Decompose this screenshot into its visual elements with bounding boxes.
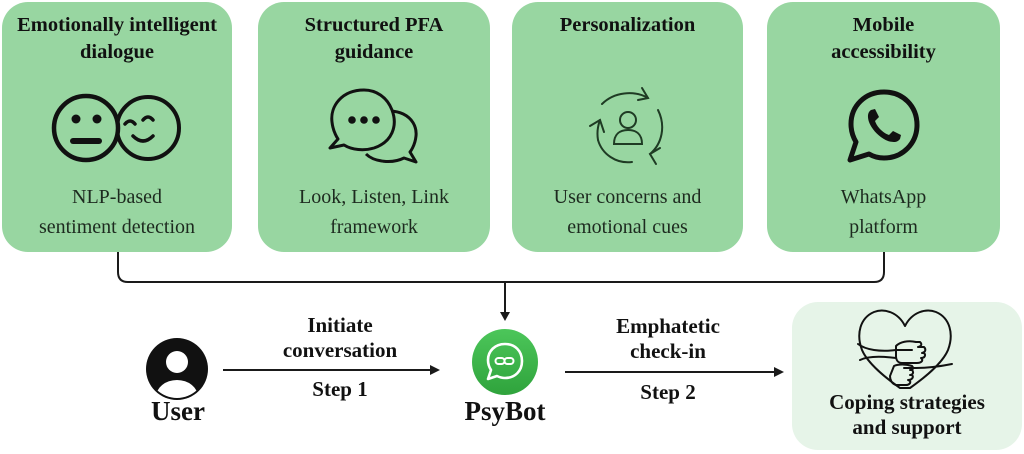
neutral-and-smiling-faces-icon bbox=[51, 93, 181, 163]
feature-description-line: platform bbox=[849, 216, 918, 238]
chat-bubbles-icon bbox=[328, 88, 418, 164]
step2-label: Step 2 bbox=[640, 380, 696, 404]
feature-description-line: emotional cues bbox=[567, 216, 688, 238]
feature-description-line: framework bbox=[330, 216, 418, 238]
whatsapp-icon bbox=[847, 89, 919, 163]
feature-title-line: Personalization bbox=[559, 14, 696, 36]
feature-title-line: guidance bbox=[334, 41, 414, 63]
features-bracket bbox=[117, 252, 885, 283]
feature-title: Structured PFA guidance bbox=[258, 12, 490, 66]
heart-hug-icon bbox=[857, 309, 953, 389]
step2-title-line: Emphatetic bbox=[616, 314, 720, 338]
outcome-label-line: and support bbox=[852, 415, 962, 439]
step1-title-line: conversation bbox=[282, 338, 398, 362]
step1-title: Initiate conversation bbox=[250, 313, 430, 363]
bracket-arrowhead bbox=[500, 312, 510, 321]
feature-title: Personalization bbox=[512, 12, 743, 39]
feature-description: WhatsApp platform bbox=[767, 182, 1000, 242]
feature-description-line: NLP-based bbox=[72, 186, 162, 208]
step1-title-line: Initiate bbox=[307, 313, 373, 337]
feature-description: Look, Listen, Link framework bbox=[258, 182, 490, 242]
step2-title-line: check-in bbox=[630, 339, 706, 363]
feature-card-pfa-guidance: Structured PFA guidance Look, Listen, Li… bbox=[258, 2, 490, 252]
step2-arrowhead bbox=[774, 367, 784, 377]
feature-title: Emotionally intelligent dialogue bbox=[2, 12, 232, 66]
user-cycle-icon bbox=[588, 87, 663, 165]
outcome-label: Coping strategies and support bbox=[792, 390, 1022, 440]
feature-title-line: dialogue bbox=[79, 41, 155, 63]
feature-description-line: User concerns and bbox=[553, 186, 702, 208]
feature-title-line: Structured PFA bbox=[304, 14, 444, 36]
psybot-label: PsyBot bbox=[464, 396, 546, 426]
outcome-box: Coping strategies and support bbox=[792, 302, 1022, 450]
feature-title: Mobile accessibility bbox=[767, 12, 1000, 66]
step1-arrowhead bbox=[430, 365, 440, 375]
step1-label: Step 1 bbox=[312, 377, 368, 401]
feature-description-line: sentiment detection bbox=[38, 216, 196, 238]
feature-card-mobile-accessibility: Mobile accessibility WhatsApp platform bbox=[767, 2, 1000, 252]
feature-title-line: Mobile bbox=[852, 14, 915, 36]
feature-card-personalization: Personalization User concerns and emotio… bbox=[512, 2, 743, 252]
feature-title-line: Emotionally intelligent bbox=[17, 14, 217, 36]
feature-title-line: accessibility bbox=[831, 41, 936, 63]
feature-description: NLP-based sentiment detection bbox=[2, 182, 232, 242]
feature-description-line: Look, Listen, Link bbox=[299, 186, 449, 208]
feature-card-emotional-dialogue: Emotionally intelligent dialogue NLP-bas… bbox=[2, 2, 232, 252]
user-avatar-icon bbox=[146, 338, 208, 400]
user-label: User bbox=[151, 396, 205, 426]
feature-description-line: WhatsApp bbox=[840, 186, 927, 208]
psybot-chat-icon bbox=[472, 329, 538, 395]
feature-description: User concerns and emotional cues bbox=[512, 182, 743, 242]
outcome-label-line: Coping strategies bbox=[829, 390, 985, 414]
step2-title: Emphatetic check-in bbox=[578, 314, 758, 364]
